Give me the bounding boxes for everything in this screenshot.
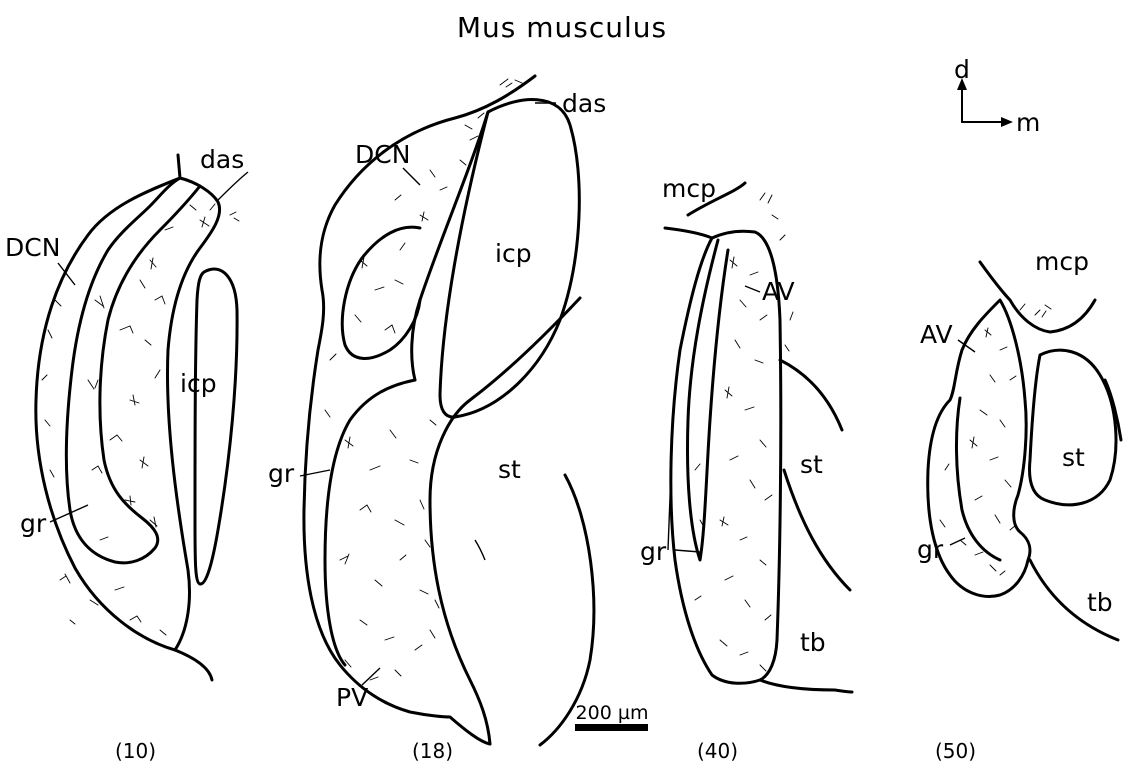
panel-number-40: (40) <box>697 739 738 763</box>
label-dcn-18: DCN <box>355 140 410 169</box>
label-gr-40: gr <box>640 537 667 566</box>
label-gr-10: gr <box>20 509 47 538</box>
label-icp-18: icp <box>495 239 532 268</box>
scale-bar: 200 µm <box>575 702 648 731</box>
label-av-40: AV <box>762 277 795 306</box>
section-panel-18: das DCN icp st gr PV (18) <box>268 76 606 763</box>
panel-number-10: (10) <box>115 739 156 763</box>
label-icp-10: icp <box>180 369 217 398</box>
label-dcn-10: DCN <box>5 233 60 262</box>
label-tb-50: tb <box>1087 588 1113 617</box>
label-mcp-50: mcp <box>1035 247 1089 276</box>
label-st-18: st <box>498 455 521 484</box>
label-pv-18: PV <box>336 683 368 712</box>
fiber-staining-panel-18 <box>325 79 522 704</box>
panel-number-18: (18) <box>412 739 453 763</box>
label-das-18: das <box>562 89 606 118</box>
label-st-50: st <box>1062 443 1085 472</box>
label-av-50: AV <box>920 320 953 349</box>
label-st-40: st <box>800 450 823 479</box>
figure-title: Mus musculus <box>457 11 667 44</box>
label-gr-50: gr <box>917 535 944 564</box>
label-tb-40: tb <box>800 628 826 657</box>
section-panel-10: das DCN icp gr (10) <box>5 145 248 763</box>
medial-axis-label: m <box>1016 108 1040 137</box>
label-das-10: das <box>200 145 244 174</box>
section-panel-40: mcp AV st gr tb (40) <box>640 174 852 763</box>
section-panel-50: mcp AV st gr tb (50) <box>917 247 1121 763</box>
scale-bar-label: 200 µm <box>576 702 649 724</box>
dorsal-axis-label: d <box>954 55 970 84</box>
label-mcp-40: mcp <box>662 174 716 203</box>
label-gr-18: gr <box>268 459 295 488</box>
orientation-indicator: d m <box>954 55 1040 137</box>
panel-number-50: (50) <box>935 739 976 763</box>
